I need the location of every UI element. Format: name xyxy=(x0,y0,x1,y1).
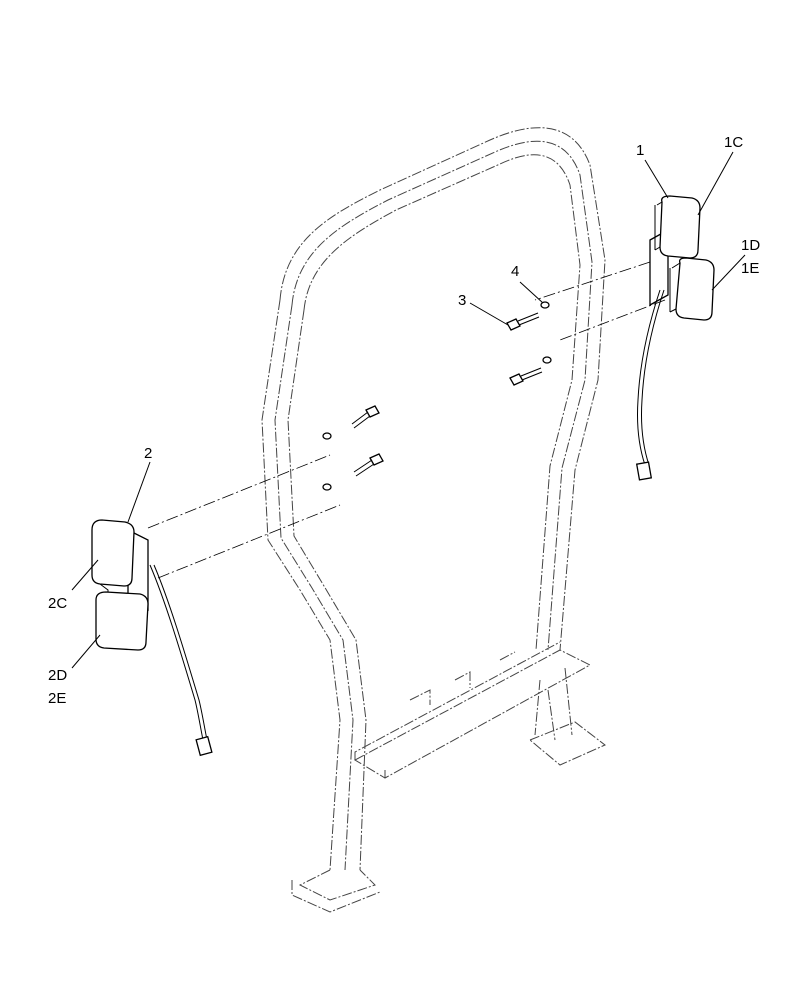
leader-lines xyxy=(71,151,746,669)
bolt-lower-right xyxy=(509,367,543,386)
callout-1c: 1C xyxy=(724,134,743,151)
callout-4: 4 xyxy=(511,263,519,280)
rops-frame xyxy=(261,127,606,913)
callout-2c: 2C xyxy=(48,595,67,612)
bolt-3-upper xyxy=(506,312,540,331)
callout-2e: 2E xyxy=(48,690,66,707)
callout-3: 3 xyxy=(458,292,466,309)
washer-4-upper xyxy=(540,301,550,309)
callout-1: 1 xyxy=(636,142,644,159)
callout-2d: 2D xyxy=(48,667,67,684)
centerlines xyxy=(147,261,666,579)
callout-1e: 1E xyxy=(741,260,759,277)
lamp-assembly-1 xyxy=(635,195,715,481)
bolt-upper-left xyxy=(351,405,380,429)
callout-labels: 1 1C 1D 1E 2 2C 2D 2E 3 4 xyxy=(48,134,760,707)
washer-lower-left xyxy=(322,483,332,491)
callout-1d: 1D xyxy=(741,237,760,254)
bolt-lower-left xyxy=(353,453,384,477)
washer-lower-right xyxy=(542,356,552,364)
lamp-assembly-2 xyxy=(91,519,213,757)
washer-upper-left xyxy=(322,432,332,440)
callout-2: 2 xyxy=(144,445,152,462)
